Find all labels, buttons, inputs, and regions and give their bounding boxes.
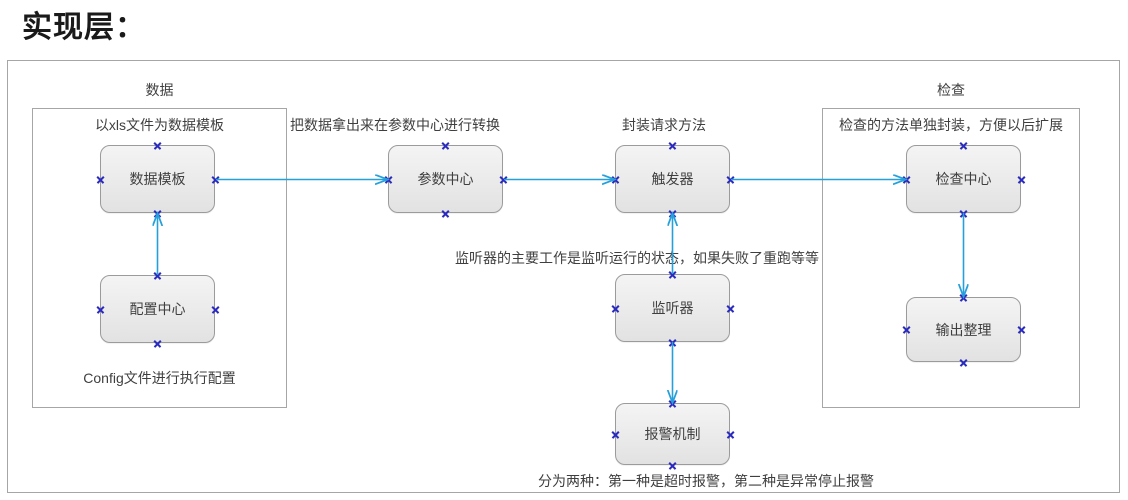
group-box-data — [32, 108, 287, 408]
node-label: 数据模板 — [129, 171, 186, 187]
node-label: 参数中心 — [417, 171, 474, 187]
node-alarm-mechanism[interactable]: 报警机制 — [615, 403, 730, 465]
node-param-center[interactable]: 参数中心 — [388, 145, 503, 213]
group-box-check — [822, 108, 1080, 408]
caption-param-center: 把数据拿出来在参数中心进行转换 — [290, 117, 500, 133]
group-header-caption-data: 以xls文件为数据模板 — [94, 117, 225, 133]
group-label-check: 检查 — [937, 82, 965, 98]
node-label: 输出整理 — [935, 321, 992, 338]
group-label-data: 数据 — [145, 82, 174, 98]
node-label: 监听器 — [651, 300, 694, 316]
caption-trigger: 封装请求方法 — [622, 117, 706, 133]
node-config-center[interactable]: 配置中心 — [100, 275, 215, 343]
node-data-template[interactable]: 数据模板 — [100, 145, 215, 213]
page-title: 实现层： — [22, 11, 146, 44]
node-trigger[interactable]: 触发器 — [615, 145, 730, 213]
caption-alarm: 分为两种：第一种是超时报警，第二种是异常停止报警 — [538, 473, 874, 489]
node-check-center[interactable]: 检查中心 — [906, 145, 1021, 213]
node-label: 触发器 — [651, 171, 694, 187]
caption-listener: 监听器的主要工作是监听运行的状态，如果失败了重跑等等 — [455, 250, 819, 266]
group-footer-caption-data: Config文件进行执行配置 — [83, 370, 236, 386]
node-output-organize[interactable]: 输出整理 — [906, 297, 1021, 362]
group-header-caption-check: 检查的方法单独封装，方便以后扩展 — [839, 117, 1063, 133]
node-listener[interactable]: 监听器 — [615, 274, 730, 342]
node-label: 配置中心 — [129, 301, 186, 317]
node-label: 检查中心 — [935, 171, 992, 187]
node-label: 报警机制 — [644, 426, 701, 442]
